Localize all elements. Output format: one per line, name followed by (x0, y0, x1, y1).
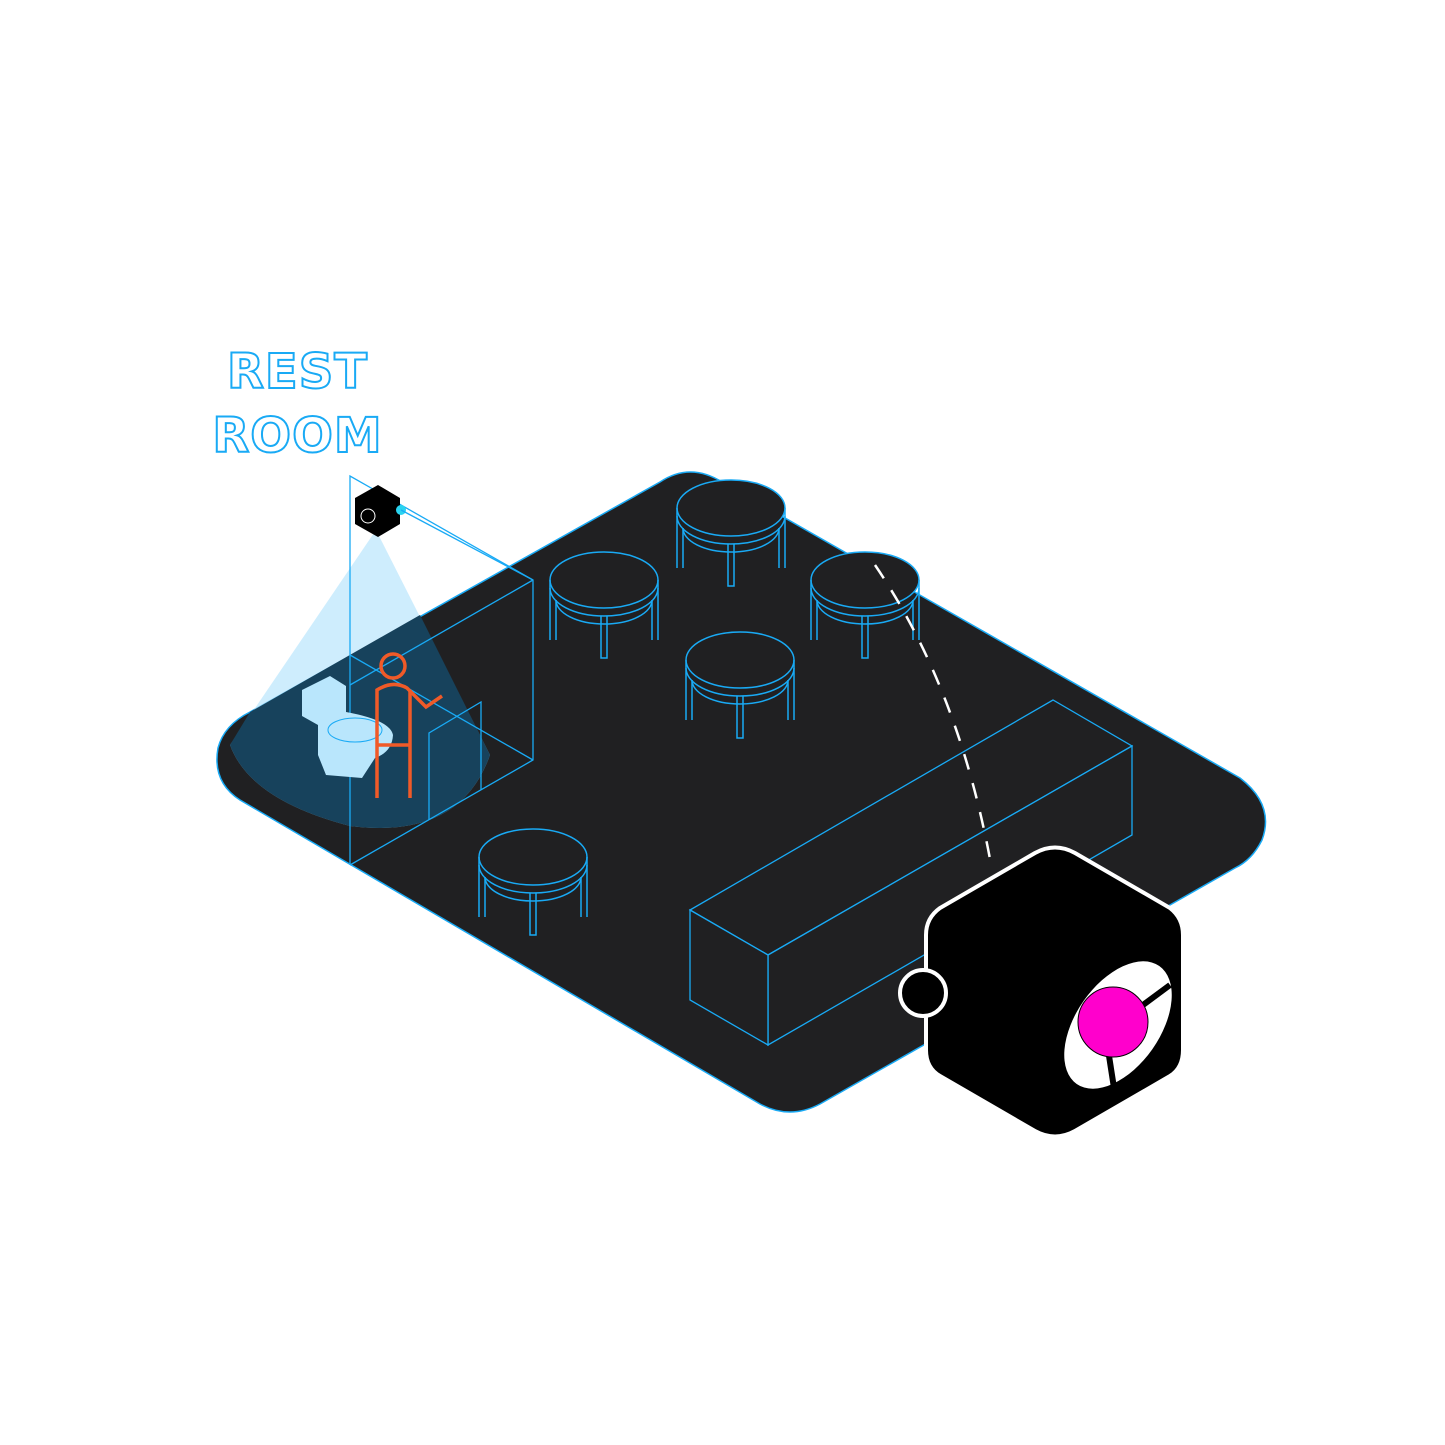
view-line (400, 509, 534, 581)
person-icon (375, 652, 443, 798)
table-icon (676, 479, 786, 587)
toilet-icon (302, 676, 393, 778)
table-icon (549, 551, 659, 659)
table-icon (478, 828, 588, 936)
table-icon (685, 631, 795, 739)
counter-icon (688, 699, 1134, 1047)
tracking-path (873, 564, 994, 871)
restroom-label-line1: REST (226, 343, 369, 401)
large-camera-icon (898, 845, 1185, 1139)
restroom-label-line2: ROOM (211, 407, 383, 465)
table-icon (810, 551, 920, 659)
small-camera-icon (355, 485, 406, 537)
